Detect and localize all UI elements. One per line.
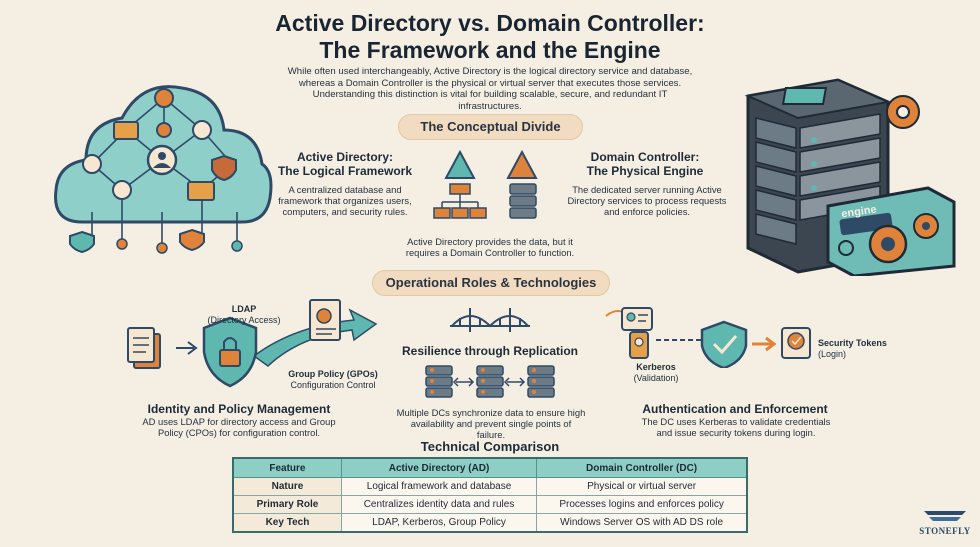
ldap-sublabel: (Directory Access)	[207, 315, 281, 325]
brand-name: STONEFLY	[919, 526, 971, 536]
gpo-sublabel: Configuration Control	[290, 380, 376, 390]
cloud-network-icon	[54, 85, 273, 254]
table-cell: Centralizes identity data and rules	[340, 495, 538, 514]
table-cell: Windows Server OS with AD DS role	[536, 513, 748, 533]
comparison-table: Feature Active Directory (AD) Domain Con…	[232, 457, 748, 533]
replication-text: Multiple DCs synchronize data to ensure …	[396, 407, 586, 440]
kerberos-label: Kerberos	[636, 362, 676, 372]
table-cell: Logical framework and database	[340, 477, 538, 496]
table-cell: LDAP, Kerberos, Group Policy	[340, 513, 538, 533]
dc-title: Domain Controller: The Physical Engine	[586, 150, 704, 178]
table-row: Nature Logical framework and database Ph…	[232, 477, 748, 496]
comparison-header-row: Feature Active Directory (AD) Domain Con…	[232, 457, 748, 478]
column-header: Feature	[232, 457, 342, 478]
identity-title: Identity and Policy Management	[147, 402, 331, 416]
table-row: Key Tech LDAP, Kerberos, Group Policy Wi…	[232, 513, 748, 533]
intro-text: While often used interchangeably, Active…	[287, 66, 693, 112]
bridge-text: Active Directory provides the data, but …	[405, 236, 575, 258]
table-cell: Physical or virtual server	[536, 477, 748, 496]
dc-description: The dedicated server running Active Dire…	[567, 184, 727, 217]
title-line-1: Active Directory vs. Domain Controller:	[275, 10, 705, 36]
conceptual-heading: The Conceptual Divide	[398, 114, 583, 140]
table-cell: Nature	[232, 477, 342, 496]
auth-title: Authentication and Enforcement	[642, 402, 828, 416]
ad-description: A centralized database and framework tha…	[278, 184, 412, 217]
auth-text: The DC uses Kerberas to validate credent…	[641, 416, 831, 438]
column-header: Domain Controller (DC)	[536, 457, 748, 478]
column-header: Active Directory (AD)	[340, 457, 538, 478]
ldap-label: LDAP	[231, 304, 257, 314]
stonefly-logo-icon	[924, 511, 966, 521]
page-title: Active Directory vs. Domain Controller: …	[0, 10, 980, 64]
operational-heading: Operational Roles & Technologies	[372, 270, 610, 296]
table-row: Primary Role Centralizes identity data a…	[232, 495, 748, 514]
ad-title: Active Directory: The Logical Framework	[277, 150, 413, 178]
replication-title: Resilience through Replication	[401, 344, 579, 358]
authentication-icon	[605, 307, 811, 368]
identity-policy-icon	[127, 299, 378, 388]
bridge-icon	[450, 308, 530, 332]
table-cell: Primary Role	[232, 495, 342, 514]
gpo-label: Group Policy (GPOs)	[288, 369, 378, 379]
tokens-label: Security Tokens	[818, 338, 887, 348]
comparison-heading: Technical Comparison	[420, 439, 560, 454]
identity-text: AD uses LDAP for directory access and Gr…	[142, 416, 336, 438]
framework-engine-icons	[433, 150, 538, 219]
replication-servers-icon	[425, 365, 555, 398]
server-engine-icon	[744, 78, 956, 276]
tokens-sublabel: (Login)	[818, 349, 847, 359]
table-cell: Key Tech	[232, 513, 342, 533]
kerberos-sublabel: (Validation)	[633, 373, 679, 383]
table-cell: Processes logins and enforces policy	[536, 495, 748, 514]
title-line-2: The Framework and the Engine	[319, 37, 661, 63]
